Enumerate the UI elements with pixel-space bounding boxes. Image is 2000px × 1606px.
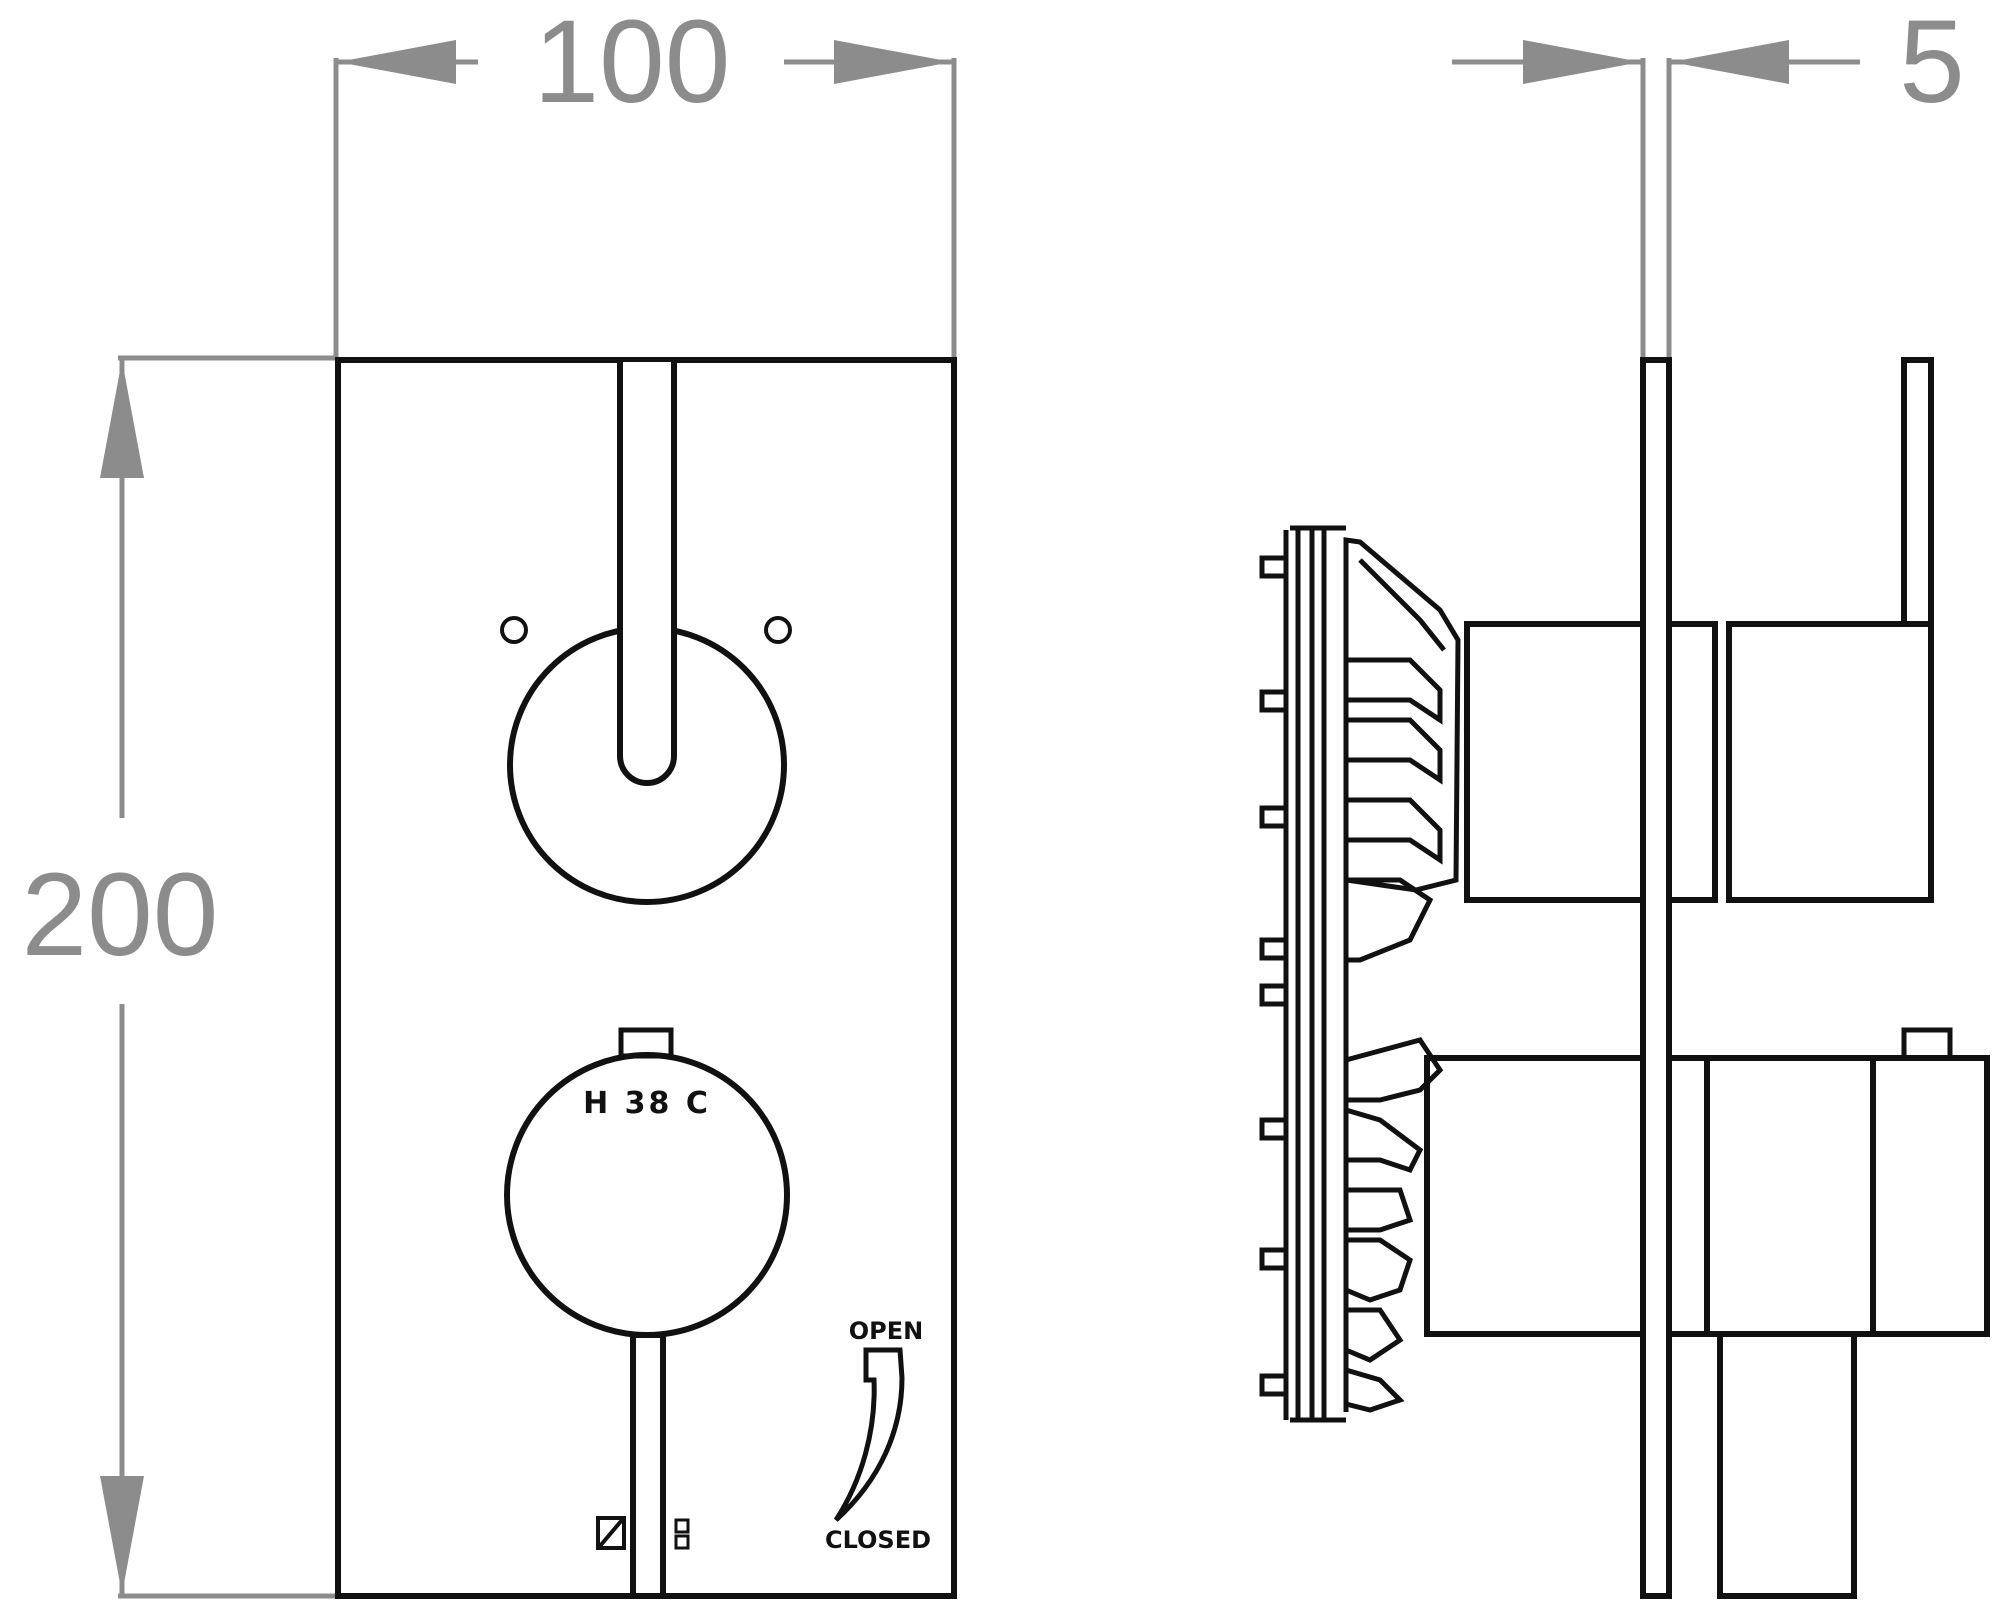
width-dimension	[333, 40, 957, 360]
open-label: OPEN	[849, 1317, 923, 1345]
upper-spindle-sleeve	[1666, 621, 1718, 903]
lower-cartridge-body	[1424, 1055, 1646, 1337]
lower-safety-button-profile	[1901, 1027, 1953, 1061]
open-closed-arrow-icon	[833, 1347, 905, 1522]
indicator-dot-right	[764, 616, 792, 644]
height-dimension-label: 200	[22, 849, 219, 981]
height-dimension	[100, 355, 338, 1599]
height-arrow-top	[100, 360, 144, 478]
upper-lever-profile	[1901, 357, 1934, 627]
front-view: 100 200 H 38 C OPEN	[22, 0, 957, 1599]
flow-control-lever[interactable]	[617, 362, 677, 786]
width-arrow-left	[338, 40, 456, 84]
side-view: 5	[1259, 0, 1990, 1599]
lower-knob-profile	[1704, 1055, 1876, 1337]
depth-arrow-left	[1523, 40, 1641, 84]
lower-knob-cap	[1870, 1055, 1990, 1337]
upper-cartridge-body	[1464, 621, 1646, 903]
depth-arrow-right	[1671, 40, 1789, 84]
valve-manifold	[1259, 525, 1461, 1423]
width-arrow-right	[834, 40, 952, 84]
upper-knob-profile	[1726, 621, 1934, 903]
brand-logo	[596, 1516, 690, 1550]
closed-label: CLOSED	[825, 1526, 931, 1554]
indicator-dot-left	[500, 616, 528, 644]
lower-spindle-sleeve	[1666, 1055, 1710, 1337]
faceplate-profile	[1640, 357, 1672, 1599]
height-arrow-bottom	[100, 1476, 144, 1594]
thermostatic-lever[interactable]	[630, 1332, 666, 1599]
temperature-scale-label: H 38 C	[583, 1086, 711, 1121]
lower-lever-profile	[1717, 1331, 1857, 1599]
depth-dimension	[1452, 40, 1860, 360]
width-dimension-label: 100	[534, 0, 731, 128]
depth-dimension-label: 5	[1899, 0, 1965, 128]
